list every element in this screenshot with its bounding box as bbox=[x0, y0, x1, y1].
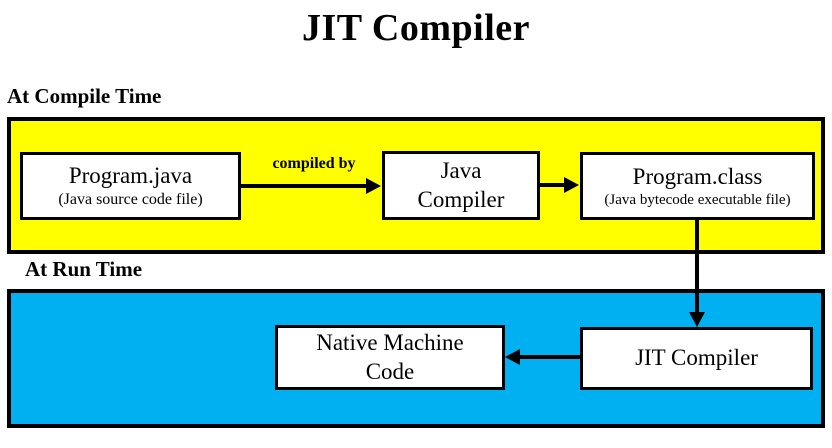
program-java-node: Program.java (Java source code file) bbox=[20, 152, 241, 220]
compiled-by-arrow-label: compiled by bbox=[272, 155, 356, 172]
java-compiler-node: Java Compiler bbox=[382, 151, 540, 220]
java-compiler-line1: Java bbox=[440, 158, 482, 184]
java-compiler-line2: Compiler bbox=[417, 186, 505, 212]
jit-compiler-node: JIT Compiler bbox=[580, 327, 813, 390]
jit-compiler-title: JIT Compiler bbox=[635, 345, 758, 371]
native-machine-code-line2: Code bbox=[365, 358, 415, 384]
program-class-node: Program.class (Java bytecode executable … bbox=[580, 152, 815, 220]
program-class-title: Program.class bbox=[632, 163, 763, 189]
native-machine-code-line1: Native Machine bbox=[316, 330, 464, 356]
diagram-title: JIT Compiler bbox=[301, 7, 531, 49]
program-java-title: Program.java bbox=[68, 163, 193, 189]
native-machine-code-node: Native Machine Code bbox=[275, 325, 505, 390]
run-time-section-label: At Run Time bbox=[25, 257, 143, 281]
compile-time-section-label: At Compile Time bbox=[7, 84, 162, 108]
program-java-subtitle: (Java source code file) bbox=[58, 191, 203, 209]
program-class-subtitle: (Java bytecode executable file) bbox=[604, 191, 791, 208]
